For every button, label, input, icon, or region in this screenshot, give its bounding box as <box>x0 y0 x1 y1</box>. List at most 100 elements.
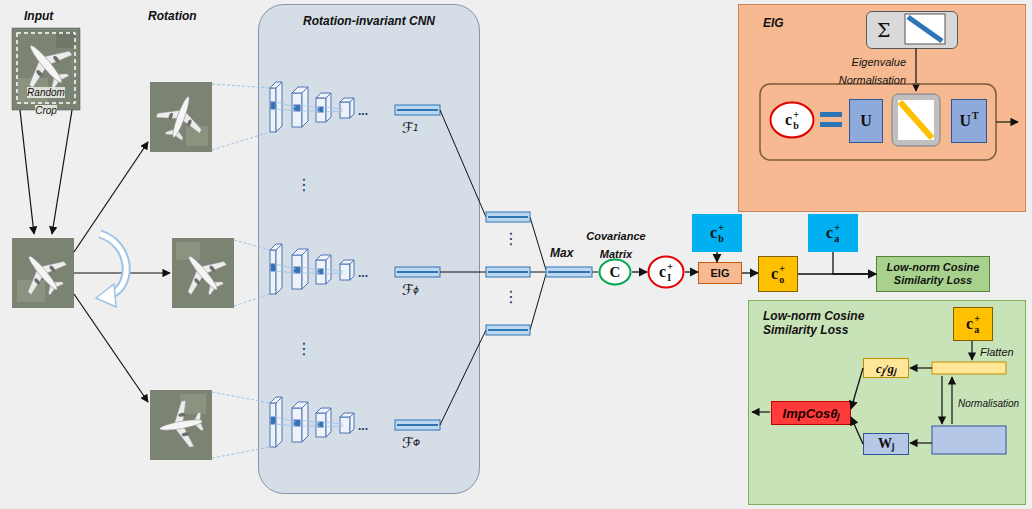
label-slot: ⋮ <box>503 230 519 248</box>
flow-arrow <box>685 271 698 272</box>
cropped-image <box>11 238 75 308</box>
script-stack: T <box>972 110 979 121</box>
rotation-arrow <box>96 234 126 307</box>
text-group: c+a <box>966 313 980 335</box>
cnn-branch <box>270 244 440 294</box>
rotated-image <box>150 82 212 152</box>
flow-arrow <box>632 271 647 272</box>
feature-vector <box>486 212 592 335</box>
cnn-branch <box>270 82 440 132</box>
column-title: Input <box>24 9 53 23</box>
weight-box: Wⱼ <box>863 433 909 455</box>
loss-figure <box>941 376 942 424</box>
loss-figure <box>951 377 952 424</box>
matrix-ellipse: C <box>598 258 632 286</box>
label-slot: Random Crop <box>25 82 67 118</box>
cnn-branch <box>270 397 440 447</box>
label-slot: 1 <box>413 117 419 135</box>
box-text: C <box>610 265 621 280</box>
matrix-box: U <box>849 99 883 143</box>
label-slot: Input <box>24 6 53 24</box>
superscript: T <box>972 110 979 121</box>
ellipsis-dots: ... <box>358 266 368 280</box>
text-group: c+a <box>826 222 840 244</box>
script-stack: +b <box>793 109 799 131</box>
superscript: + <box>718 222 724 233</box>
label-slot: ϕ <box>413 279 419 297</box>
label-slot: ⋮ <box>296 176 312 194</box>
stage-label: Covariance Matrix <box>586 230 645 260</box>
flow-arrow <box>716 252 717 262</box>
eig-figure <box>820 122 842 127</box>
text-group: c+b <box>710 222 724 244</box>
superscript: + <box>667 261 673 272</box>
step-label: Flatten <box>980 346 1014 358</box>
step-label: Eigenvalue Normalisation <box>839 56 906 86</box>
label-slot: ... <box>358 101 368 119</box>
text-group: cⱼ/gⱼ <box>876 362 896 375</box>
rotated-image <box>150 82 212 152</box>
flow-arrow <box>20 110 170 402</box>
feature-link <box>440 110 598 425</box>
label-slot: Eigenvalue Normalisation <box>826 52 906 88</box>
superscript: + <box>974 313 980 324</box>
loss-figure <box>752 411 770 412</box>
box-text: EIG <box>711 268 730 279</box>
ellipsis-dots: ⋮ <box>296 339 312 358</box>
text-group: U <box>860 113 872 129</box>
matrix-box: c+a <box>808 214 858 252</box>
feature-link <box>592 272 598 273</box>
similarity-box: ImpCosθⱼ <box>771 401 851 425</box>
rotated-image <box>172 238 234 308</box>
eig-figure <box>900 102 932 138</box>
flow-arrow <box>74 294 148 402</box>
feature-link <box>530 272 546 273</box>
math-symbol: c <box>659 264 666 280</box>
ellipse-outline <box>649 257 684 288</box>
receptive-field <box>212 392 270 458</box>
feature-link <box>530 274 546 330</box>
ellipse-outline <box>771 103 814 138</box>
text-group: C <box>610 265 621 280</box>
flow-arrow <box>851 368 863 409</box>
math-symbol: U <box>959 113 971 129</box>
loss-figure <box>910 367 932 368</box>
matrix-ellipse: c+I <box>647 255 685 289</box>
script-stack: +b <box>718 222 724 244</box>
matrix-ellipse: c+b <box>769 101 815 139</box>
rotated-image <box>156 398 207 452</box>
text-group: c+b <box>785 109 799 131</box>
cropped-image <box>12 238 74 308</box>
feature-symbol: ℱ <box>402 281 414 299</box>
rotated-image <box>152 89 211 146</box>
loss-figure <box>932 362 1006 374</box>
flow-arrow <box>742 272 758 273</box>
subscript: I <box>667 272 673 283</box>
math-symbol: c <box>826 225 833 241</box>
matrix-box: UT <box>951 99 987 143</box>
script-stack: +o <box>779 263 785 285</box>
box-text: Low-norm Cosine Similarity Loss <box>881 261 985 287</box>
feature-link <box>530 217 546 270</box>
eig-panel: EIGΣc+bUUT <box>738 4 1026 212</box>
label-slot: Rotation <box>148 6 197 24</box>
eig-figure <box>760 14 1018 160</box>
text-group: ImpCosθⱼ <box>783 407 840 420</box>
feature-link <box>440 110 486 217</box>
eig-figure <box>760 84 996 160</box>
ellipsis-dots: ... <box>358 104 368 118</box>
feature-symbol: ℱ <box>402 434 414 452</box>
feature-link <box>440 330 486 425</box>
receptive-field <box>212 84 270 150</box>
text-group: c+o <box>771 263 785 285</box>
step-label: Normalisation <box>958 398 1019 409</box>
crop-note: Random Crop <box>27 87 65 116</box>
feature-link <box>440 272 486 273</box>
rotated-image <box>150 390 212 460</box>
box-text: Wⱼ <box>878 437 894 451</box>
ellipsis-dots: ⋮ <box>503 287 519 306</box>
flow-arrow <box>52 110 72 234</box>
label-slot: ... <box>358 263 368 281</box>
